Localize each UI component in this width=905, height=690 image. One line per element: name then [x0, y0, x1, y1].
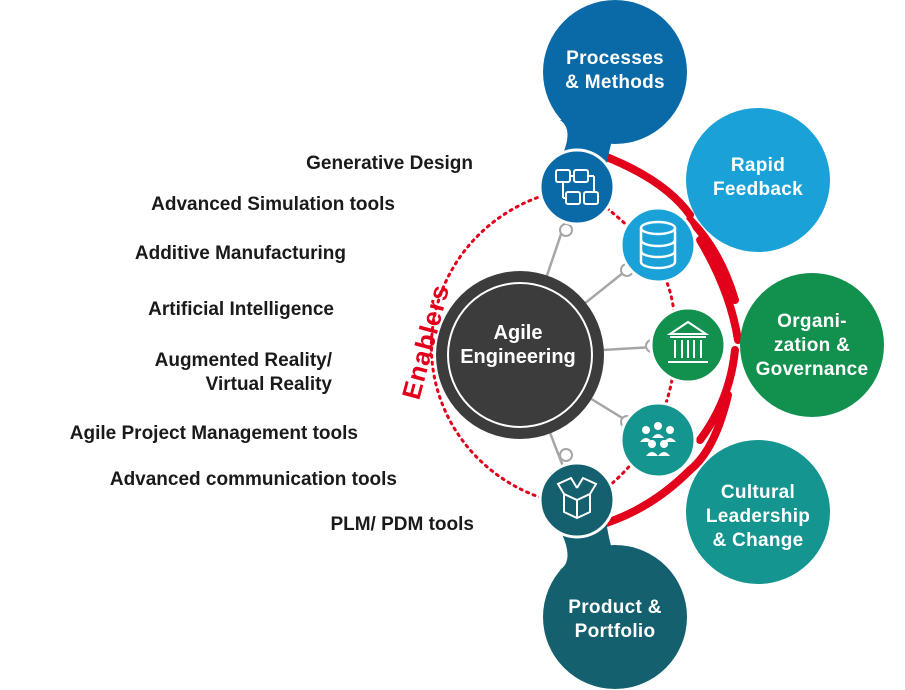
icon-circle-cultural	[619, 401, 697, 479]
pillar-circle-product	[543, 545, 687, 689]
enabler-ar-vr: Augmented Reality/ Virtual Reality	[155, 349, 332, 397]
database-icon	[639, 220, 677, 270]
pillar-product-line2: Portfolio	[574, 621, 656, 642]
enabler-ar-vr-line2: Virtual Reality	[205, 374, 332, 395]
center-label: Agile Engineering	[443, 321, 593, 369]
enabler-plm-pdm: PLM/ PDM tools	[330, 514, 474, 535]
pillar-circle-cultural	[686, 440, 830, 584]
enabler-advanced-communication: Advanced communication tools	[109, 469, 397, 490]
enabler-agile-pm-tools: Agile Project Management tools	[69, 423, 358, 444]
pillar-label-rapid-feedback: Rapid Feedback	[688, 154, 828, 202]
enabler-generative-design: Generative Design	[306, 153, 473, 174]
pillar-label-cultural: Cultural Leadership & Change	[686, 481, 830, 553]
pillar-label-product: Product & Portfolio	[545, 596, 685, 644]
pillar-organization-line1: Organi-	[777, 311, 847, 332]
people-group-icon	[640, 422, 676, 456]
pillar-label-processes: Processes & Methods	[545, 47, 685, 95]
enabler-advanced-simulation: Advanced Simulation tools	[151, 194, 395, 215]
center-label-line1: Agile	[493, 322, 543, 344]
pillar-processes-line2: & Methods	[565, 72, 665, 93]
pillar-rapid-line1: Rapid	[730, 155, 786, 176]
icon-circle-processes	[538, 148, 616, 226]
pillar-organization-line2: zation &	[773, 335, 851, 356]
pillar-processes-line1: Processes	[566, 48, 664, 69]
enablers-dotted-arc	[430, 186, 580, 508]
enabler-artificial-intelligence: Artificial Intelligence	[148, 299, 334, 320]
enabler-ar-vr-line1: Augmented Reality/	[154, 350, 332, 371]
bank-building-icon	[666, 320, 710, 363]
center-circle-inner-ring	[447, 282, 593, 428]
pillar-cultural-line3: & Change	[712, 530, 804, 551]
pillar-organization-line3: Governance	[755, 359, 869, 380]
pillar-product-line1: Product &	[568, 597, 662, 618]
pillar-circle-organization	[740, 273, 884, 417]
center-label-line2: Engineering	[460, 346, 576, 368]
pillar-cultural-line2: Leadership	[705, 506, 811, 527]
enabler-additive-manufacturing: Additive Manufacturing	[134, 243, 346, 264]
process-flow-icon	[555, 169, 599, 205]
pillar-cultural-line1: Cultural	[720, 482, 796, 503]
open-box-icon	[556, 476, 598, 520]
pillar-label-organization: Organi- zation & Governance	[742, 310, 882, 382]
red-links	[596, 152, 742, 529]
pillar-rapid-line2: Feedback	[712, 179, 804, 200]
pillar-circle-processes	[543, 0, 687, 144]
pillar-circle-rapid-feedback	[686, 108, 830, 252]
center-circle-outer	[436, 271, 604, 439]
